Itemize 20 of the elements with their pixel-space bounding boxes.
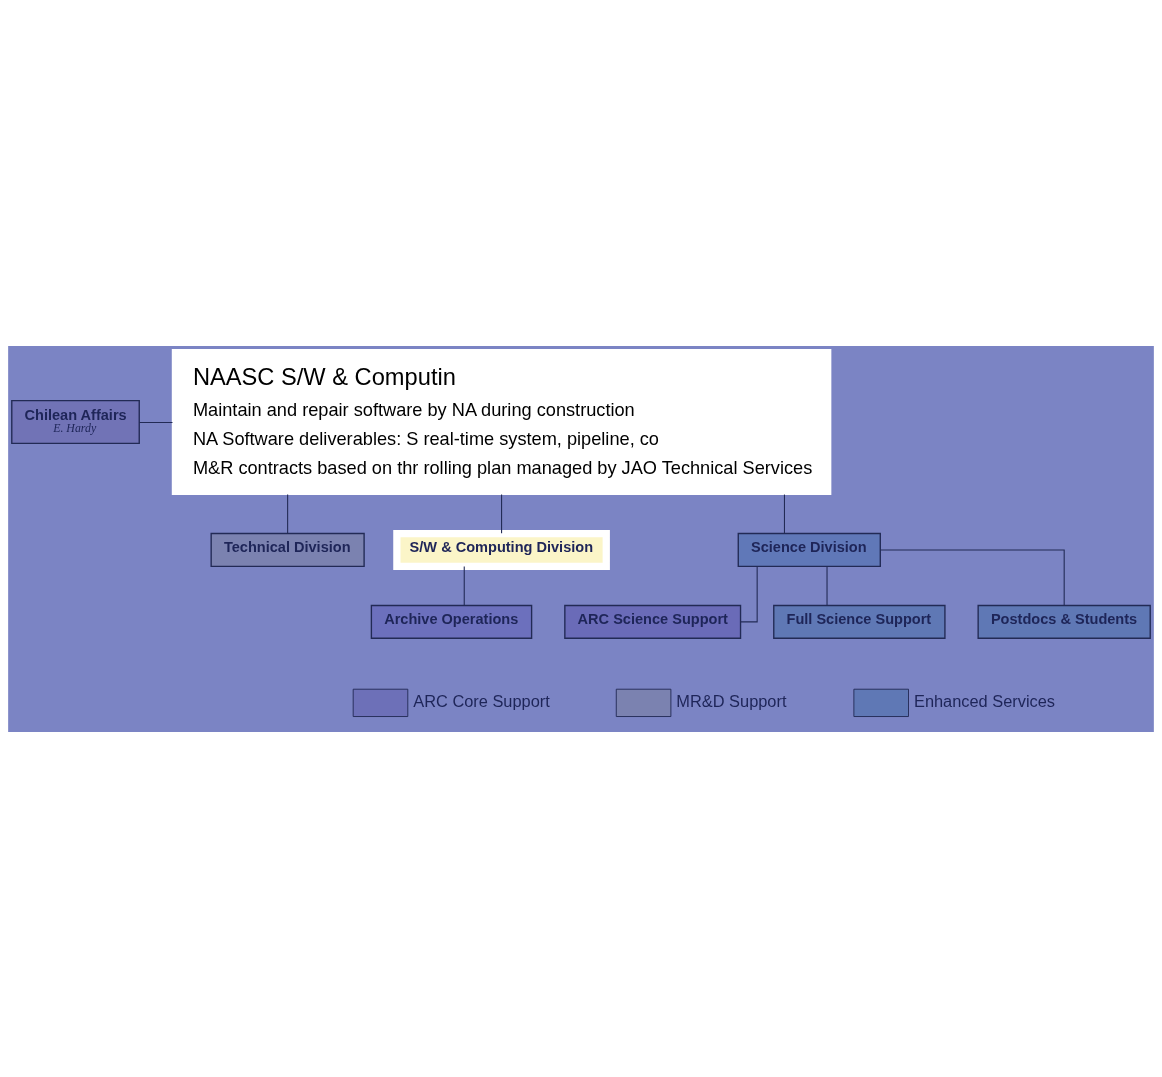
connector (287, 493, 289, 534)
node-box: Technical Division (210, 532, 365, 567)
node-box: Full Science Support (773, 604, 946, 639)
connector (826, 565, 828, 606)
node-box: Chilean Affairs E. Hardy (11, 399, 140, 444)
connector (138, 421, 173, 423)
legend-label: ARC Core Support (413, 691, 550, 710)
connector (463, 565, 465, 606)
node-box: Archive Operations (370, 604, 533, 639)
connector (501, 493, 503, 534)
connector (783, 493, 785, 534)
node-box: S/W & Computing Division (393, 529, 610, 570)
connector (880, 548, 1065, 606)
node-box: ARC Science Support (564, 604, 742, 639)
node-box: Postdocs & Students (977, 604, 1151, 639)
node-box: Science Division (737, 532, 881, 567)
legend-label: MR&D Support (676, 691, 787, 710)
legend-label: Enhanced Services (913, 691, 1056, 710)
connector (740, 565, 758, 622)
node-box: NAASC S/W & Computin Maintain and repair software by NA during construction NA Software deliverables: S real-time system, pipeline, co M&R contracts based on thr rolling plan managed by JAO Technical Services (171, 348, 832, 495)
